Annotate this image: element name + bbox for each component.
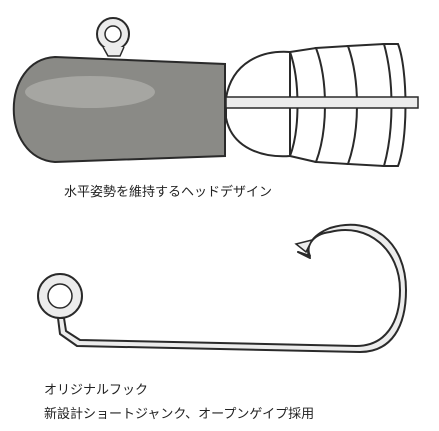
hook-title-caption: オリジナルフック: [44, 383, 149, 398]
hook-wire: [57, 223, 407, 353]
hook-shank: [225, 96, 419, 109]
lead-head: [12, 55, 226, 164]
hook-illustration: [37, 223, 407, 353]
head-highlight: [25, 76, 155, 108]
head-design-caption: 水平姿勢を維持するヘッドデザイン: [64, 185, 273, 200]
line-eye: [96, 17, 130, 57]
hook-eye: [37, 273, 83, 319]
hook-barb: [294, 238, 314, 254]
soft-body: [225, 42, 407, 168]
jig-head-illustration: [12, 17, 419, 168]
hook-description-caption: 新設計ショートジャンク、オープンゲイプ採用: [44, 407, 315, 422]
